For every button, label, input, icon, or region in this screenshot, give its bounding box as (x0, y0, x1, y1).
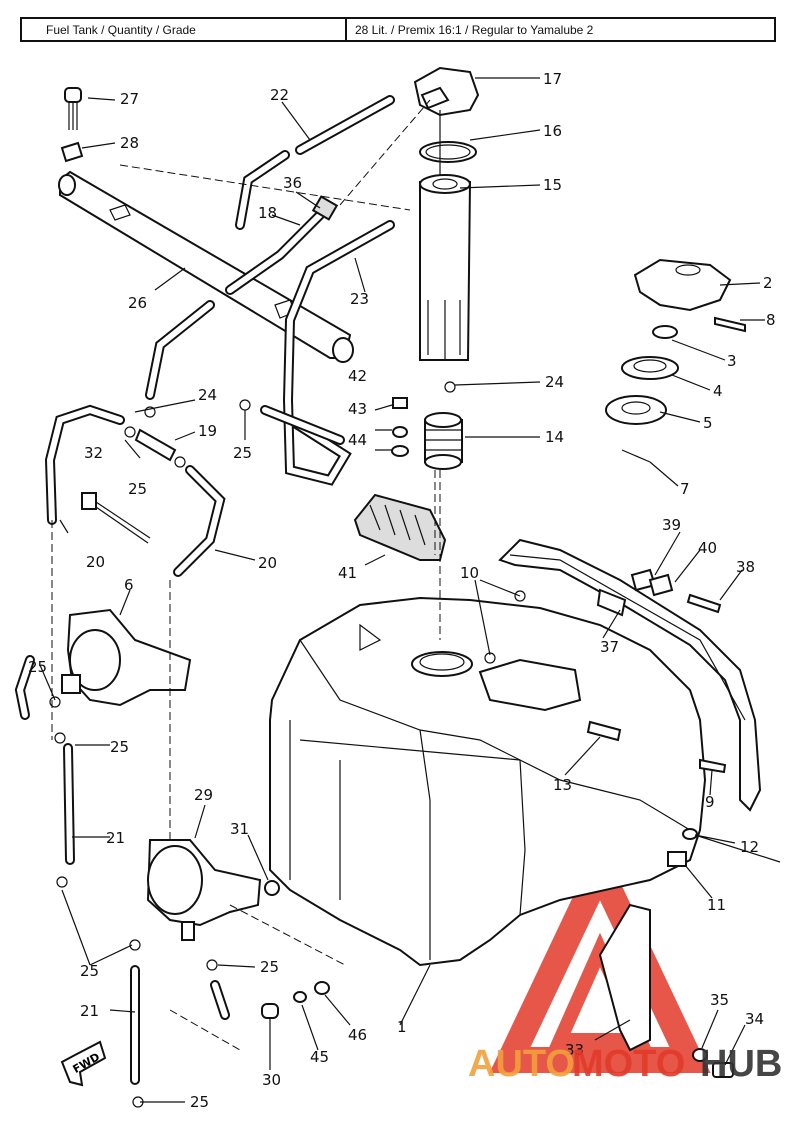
callout-2: 2 (763, 274, 773, 292)
callout-15: 15 (543, 176, 562, 194)
callout-13: 13 (553, 776, 572, 794)
callout-22: 22 (270, 86, 289, 104)
watermark-hub: HUB (700, 1043, 782, 1085)
hoses (14, 95, 395, 1085)
callout-20b: 20 (258, 554, 277, 572)
callout-20a: 20 (86, 553, 105, 571)
callout-24b: 24 (198, 386, 217, 404)
fuel-filter (424, 412, 463, 470)
fuel-pump-29 (146, 839, 280, 941)
callout-32: 32 (84, 444, 103, 462)
callout-35: 35 (710, 991, 729, 1009)
callout-33: 33 (565, 1041, 584, 1059)
callout-7: 7 (680, 480, 690, 498)
callout-31: 31 (230, 820, 249, 838)
callout-4: 4 (713, 382, 723, 400)
joint-19 (134, 428, 177, 462)
misc-fasteners (478, 568, 734, 1078)
assembly-lines (51, 99, 441, 1051)
bolt-washers (391, 397, 409, 457)
callout-26: 26 (128, 294, 147, 312)
callout-3: 3 (727, 352, 737, 370)
callout-25e: 25 (80, 962, 99, 980)
callout-34: 34 (745, 1010, 764, 1028)
callout-21a: 21 (106, 829, 125, 847)
callout-1: 1 (397, 1018, 407, 1036)
fwd-arrow: FWD (60, 1040, 107, 1087)
callout-labels: 1 2 3 4 5 6 7 8 9 10 11 12 13 14 15 16 1… (28, 70, 776, 1111)
callout-5: 5 (703, 414, 713, 432)
fuel-cock-bracket (353, 493, 447, 561)
vent-pipe (58, 170, 354, 363)
callout-25f: 25 (260, 958, 279, 976)
callout-25a: 25 (128, 480, 147, 498)
fuel-tank (269, 596, 707, 967)
callout-28: 28 (120, 134, 139, 152)
bolt-27 (60, 87, 84, 163)
header-right-cell: 28 Lit. / Premix 16:1 / Regular to Yamal… (355, 23, 594, 37)
fuel-sender-assembly (413, 66, 480, 361)
callout-14: 14 (545, 428, 564, 446)
callout-6: 6 (124, 576, 134, 594)
header-table: Fuel Tank / Quantity / Grade 28 Lit. / P… (20, 17, 776, 42)
callout-17: 17 (543, 70, 562, 88)
hose-clips (49, 381, 526, 1108)
callout-25g: 25 (190, 1093, 209, 1111)
callout-25b: 25 (233, 444, 252, 462)
callout-24a: 24 (545, 373, 564, 391)
tank-strap (498, 538, 762, 812)
callout-8: 8 (766, 311, 776, 329)
callout-30: 30 (262, 1071, 281, 1089)
watermark-moto: MOTO (572, 1043, 685, 1085)
callout-9: 9 (705, 793, 715, 811)
callout-12: 12 (740, 838, 759, 856)
callout-25d: 25 (110, 738, 129, 756)
callout-43: 43 (348, 400, 367, 418)
callout-29: 29 (194, 786, 213, 804)
bolt-30 (261, 981, 330, 1040)
callout-41: 41 (338, 564, 357, 582)
screw-32 (81, 492, 151, 544)
hose-fitting-36 (311, 195, 339, 221)
callout-23: 23 (350, 290, 369, 308)
callout-37: 37 (600, 638, 619, 656)
callout-40: 40 (698, 539, 717, 557)
filler-cap-parts (605, 258, 746, 463)
watermark-text: AUTO MOTO HUB (468, 1043, 782, 1085)
callout-27: 27 (120, 90, 139, 108)
callout-18: 18 (258, 204, 277, 222)
callout-38: 38 (736, 558, 755, 576)
callout-19: 19 (198, 422, 217, 440)
callout-11: 11 (707, 896, 726, 914)
callout-36: 36 (283, 174, 302, 192)
callout-44: 44 (348, 431, 367, 449)
callout-10: 10 (460, 564, 479, 582)
callout-46: 46 (348, 1026, 367, 1044)
fuel-pump-6 (61, 608, 192, 707)
callout-16: 16 (543, 122, 562, 140)
callout-21b: 21 (80, 1002, 99, 1020)
header-left-cell: Fuel Tank / Quantity / Grade (22, 19, 347, 40)
watermark-auto: AUTO (468, 1043, 575, 1085)
callout-45: 45 (310, 1048, 329, 1066)
callout-42: 42 (348, 367, 367, 385)
leader-lines (39, 77, 781, 1103)
callout-25c: 25 (28, 658, 47, 676)
callout-39: 39 (662, 516, 681, 534)
